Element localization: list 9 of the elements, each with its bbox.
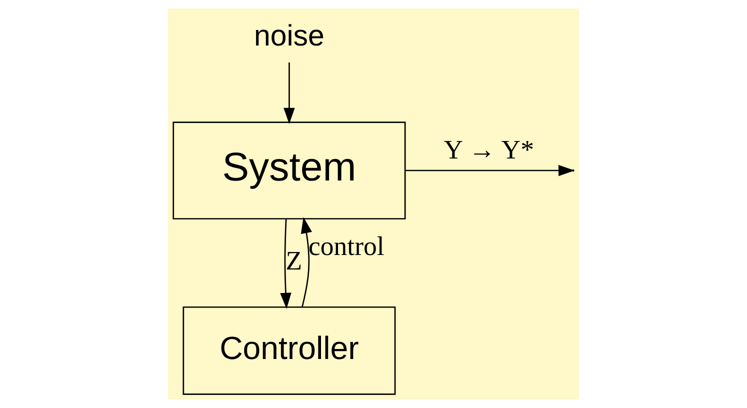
edge-label: control — [308, 230, 384, 261]
arrow — [300, 217, 312, 308]
arrow — [280, 219, 292, 309]
node-box: System — [172, 122, 406, 220]
edge-label: Z — [286, 246, 302, 276]
node-box: Controller — [182, 306, 396, 395]
node-text: noise — [254, 19, 324, 52]
arrow — [284, 62, 295, 124]
edge-label: Y → Y* — [444, 134, 534, 164]
